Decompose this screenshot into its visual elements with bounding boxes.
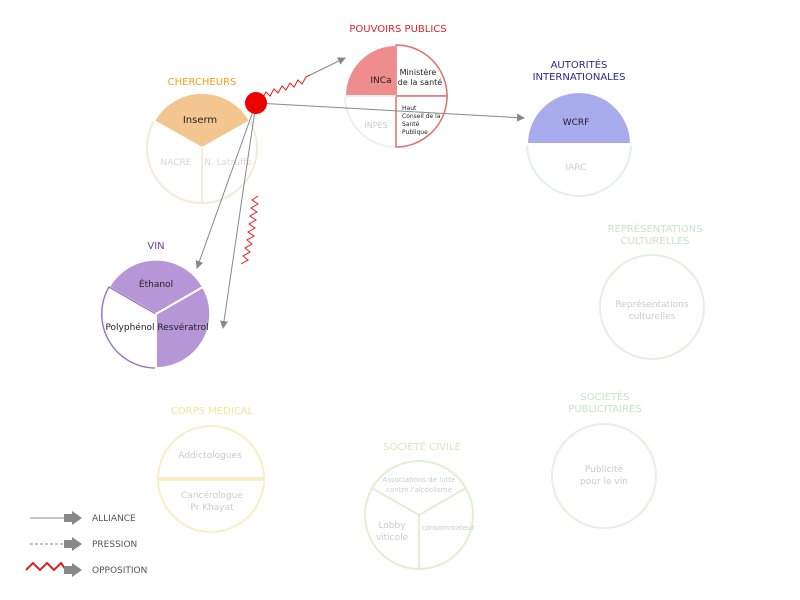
ministere-sector[interactable] bbox=[395, 44, 448, 97]
alliance-arrow-to-pouvoirs bbox=[309, 57, 346, 76]
inca-label: INCa bbox=[370, 76, 391, 86]
ministere-label-1: Ministère bbox=[400, 67, 437, 77]
civile-divider-2 bbox=[418, 487, 467, 516]
assoc-label-1[interactable]: Associations de lutte bbox=[383, 476, 456, 484]
publicitaires-title-1: SOCIÉTÉS bbox=[580, 390, 629, 403]
corps-title: CORPS MÉDICAL bbox=[171, 404, 254, 417]
iarc-label: IARC bbox=[566, 163, 587, 173]
hcsp-label-3: Santé bbox=[402, 121, 420, 128]
inpes-label: INPES bbox=[364, 121, 387, 130]
inca-sector[interactable] bbox=[343, 43, 397, 97]
assoc-label-2: contre l'alcoolisme bbox=[386, 486, 452, 494]
civile-divider-1 bbox=[371, 487, 420, 516]
group-societe-civile: SOCIÉTÉ CIVILE Associations de lutte con… bbox=[364, 440, 475, 570]
publicitaires-circle[interactable] bbox=[551, 423, 657, 529]
group-autorites-internationales: AUTORITÉS INTERNATIONALES WCRF IARC bbox=[525, 58, 633, 197]
group-representations-culturelles: REPRÉSENTATIONS CULTURELLES Représentati… bbox=[599, 222, 705, 360]
pouvoirs-title: POUVOIRS PUBLICS bbox=[349, 24, 446, 35]
group-chercheurs: CHERCHEURS Inserm NACRE N. Latruffe bbox=[146, 77, 258, 204]
autorites-title-1: AUTORITÉS bbox=[551, 58, 608, 71]
culturelles-text-2: culturelles bbox=[629, 312, 676, 322]
legend: ALLIANCE PRESSION OPPOSITION bbox=[25, 511, 147, 577]
culturelles-circle[interactable] bbox=[599, 254, 705, 360]
publicitaires-text-2: pour le vin bbox=[580, 477, 628, 487]
resveratrol-sector[interactable] bbox=[155, 285, 212, 370]
legend-alliance-arrow-icon bbox=[64, 511, 82, 525]
legend-opposition-label: OPPOSITION bbox=[92, 566, 147, 576]
nacre-label: NACRE bbox=[161, 158, 192, 168]
resveratrol-label: Resvératrol bbox=[157, 322, 208, 333]
legend-pression-label: PRESSION bbox=[92, 540, 137, 550]
alliance-arrow-to-wcrf bbox=[255, 102, 525, 122]
hcsp-sector[interactable] bbox=[395, 95, 448, 148]
inserm-label: Inserm bbox=[183, 115, 217, 126]
wcrf-label: WCRF bbox=[563, 118, 590, 128]
autorites-title-2: INTERNATIONALES bbox=[533, 72, 626, 83]
chercheurs-title: CHERCHEURS bbox=[168, 77, 237, 88]
latruffe-label: N. Latruffe bbox=[204, 158, 252, 168]
lobby-label-2: viticole bbox=[376, 533, 409, 543]
group-corps-medical: CORPS MÉDICAL Addictologues Cancérologue… bbox=[157, 404, 265, 533]
alliance-arrow-to-ethanol bbox=[195, 102, 257, 269]
alliance-arrow-to-resveratrol bbox=[220, 102, 257, 329]
publicitaires-text-1: Publicité bbox=[585, 464, 624, 475]
publicitaires-title-2: PUBLICITAIRES bbox=[568, 404, 641, 415]
vin-title: VIN bbox=[147, 241, 164, 252]
cancero-label-1[interactable]: Cancérologue bbox=[181, 490, 243, 501]
group-societes-publicitaires: SOCIÉTÉS PUBLICITAIRES Publicité pour le… bbox=[551, 390, 657, 529]
addicto-label[interactable]: Addictologues bbox=[178, 451, 242, 461]
conso-label[interactable]: consommateur bbox=[422, 524, 475, 532]
culturelles-title-1: REPRÉSENTATIONS bbox=[608, 222, 703, 235]
legend-opposition-zigzag bbox=[25, 561, 67, 572]
opposition-zigzag-to-pouvoirs bbox=[261, 74, 311, 100]
hcsp-label-2: Conseil de la bbox=[402, 113, 441, 120]
culturelles-text-1: Représentations bbox=[615, 299, 688, 310]
inserm-sector[interactable] bbox=[152, 91, 252, 150]
legend-opposition-arrow-icon bbox=[64, 563, 82, 577]
ministere-label-2: de la santé bbox=[398, 77, 442, 87]
ethanol-label: Éthanol bbox=[139, 278, 173, 290]
cancero-label-2: Pr Khayat bbox=[190, 503, 234, 513]
legend-alliance-label: ALLIANCE bbox=[92, 514, 136, 524]
opposition-zigzag-to-vin bbox=[240, 195, 259, 265]
lobby-label-1[interactable]: Lobby bbox=[378, 521, 406, 531]
hcsp-label-1: Haut bbox=[402, 105, 417, 112]
civile-title: SOCIÉTÉ CIVILE bbox=[383, 440, 461, 453]
polyphenol-sector[interactable] bbox=[101, 285, 157, 369]
legend-pression-arrow-icon bbox=[64, 537, 82, 551]
red-origin-node[interactable] bbox=[245, 92, 267, 114]
polyphenol-label: Polyphénol bbox=[105, 322, 154, 333]
hcsp-label-4: Publique bbox=[402, 129, 428, 136]
culturelles-title-2: CULTURELLES bbox=[621, 236, 690, 247]
wcrf-sector[interactable] bbox=[525, 91, 633, 145]
group-pouvoirs-publics: POUVOIRS PUBLICS INCa Ministère de la sa… bbox=[343, 24, 448, 148]
group-vin: VIN Éthanol Polyphénol Resvératrol bbox=[101, 241, 212, 370]
connectors bbox=[195, 57, 525, 329]
